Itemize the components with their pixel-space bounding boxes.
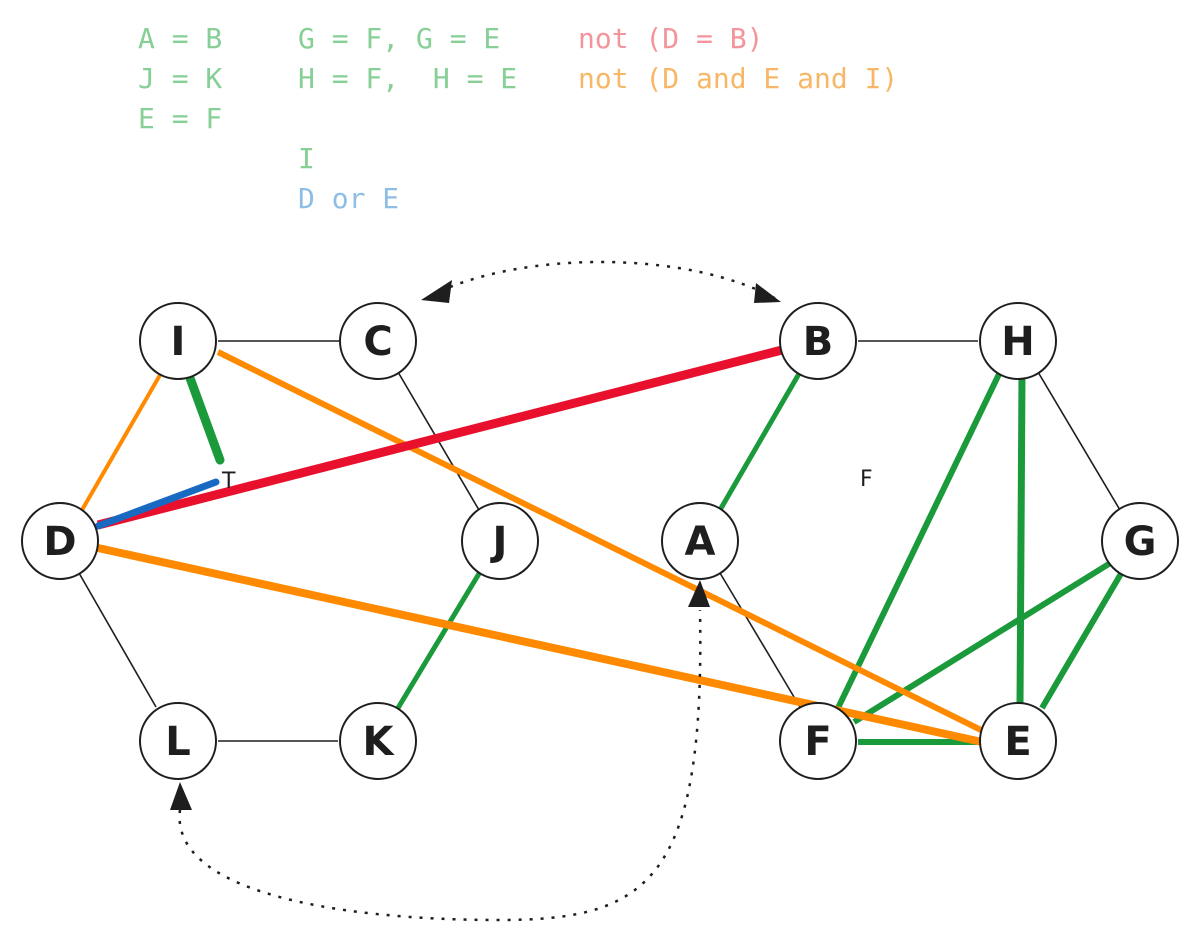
edge-d-l <box>78 572 157 708</box>
edge-i-e <box>216 349 987 735</box>
edge-i-d <box>80 373 162 512</box>
node-c[interactable]: C <box>339 302 417 380</box>
arrowhead-l <box>170 782 192 810</box>
constraint-e-eq-f: E = F <box>138 102 223 135</box>
constraint-not-d-eq-b: not (D = B) <box>578 22 764 55</box>
edges-layer <box>78 260 1125 922</box>
edge-a-f <box>719 572 801 708</box>
edge-i-t <box>185 373 225 465</box>
constraint-i: I <box>298 142 315 175</box>
node-f-label: F <box>804 719 831 765</box>
node-j-label: J <box>490 519 508 565</box>
dotted-arrow-c-b <box>429 260 779 302</box>
node-d-label: D <box>43 519 76 565</box>
node-e[interactable]: E <box>979 702 1057 780</box>
node-i[interactable]: I <box>139 302 217 380</box>
node-g[interactable]: G <box>1101 502 1179 580</box>
edge-d-e <box>97 544 983 746</box>
node-l[interactable]: L <box>139 702 217 780</box>
constraint-h-eq-f-h-eq-e: H = F, H = E <box>298 62 518 95</box>
node-h-label: H <box>1001 319 1034 365</box>
node-k[interactable]: K <box>339 702 417 780</box>
edge-g-e <box>1039 570 1125 710</box>
edge-d-b <box>96 345 784 530</box>
constraint-d-or-e: D or E <box>298 182 400 215</box>
node-c-label: C <box>363 319 392 365</box>
constraint-j-eq-k: J = K <box>138 62 223 95</box>
node-j[interactable]: J <box>461 502 539 580</box>
arrowhead-c <box>421 280 452 303</box>
edge-d-t <box>94 478 220 530</box>
node-i-label: I <box>171 319 186 365</box>
node-f[interactable]: F <box>779 702 857 780</box>
edge-k-j <box>395 570 483 710</box>
constraint-a-eq-b: A = B <box>138 22 223 55</box>
node-a-label: A <box>685 519 716 565</box>
f-annotation: F <box>860 467 873 492</box>
edge-b-a <box>717 370 803 512</box>
node-e-label: E <box>1004 719 1031 765</box>
edge-h-e <box>1016 373 1026 706</box>
constraint-not-d-e-i: not (D and E and I) <box>578 62 899 95</box>
t-annotation: T <box>221 469 236 494</box>
edge-h-f <box>835 370 1003 710</box>
dotted-arrow-l-a <box>178 609 702 922</box>
node-k-label: K <box>363 719 396 765</box>
node-g-label: G <box>1124 519 1157 565</box>
node-d[interactable]: D <box>21 502 99 580</box>
node-a[interactable]: A <box>661 502 739 580</box>
node-b-label: B <box>803 319 834 365</box>
node-l-label: L <box>165 719 191 765</box>
constraint-g-eq-f-g-eq-e: G = F, G = E <box>298 22 501 55</box>
arrowhead-a <box>688 580 710 607</box>
node-b[interactable]: B <box>779 302 857 380</box>
edge-h-g <box>1037 371 1121 511</box>
node-h[interactable]: H <box>979 302 1057 380</box>
edge-g-f <box>852 559 1114 725</box>
arrowhead-b <box>754 283 781 303</box>
nodes-layer: I C D J L K B H <box>21 302 1179 780</box>
